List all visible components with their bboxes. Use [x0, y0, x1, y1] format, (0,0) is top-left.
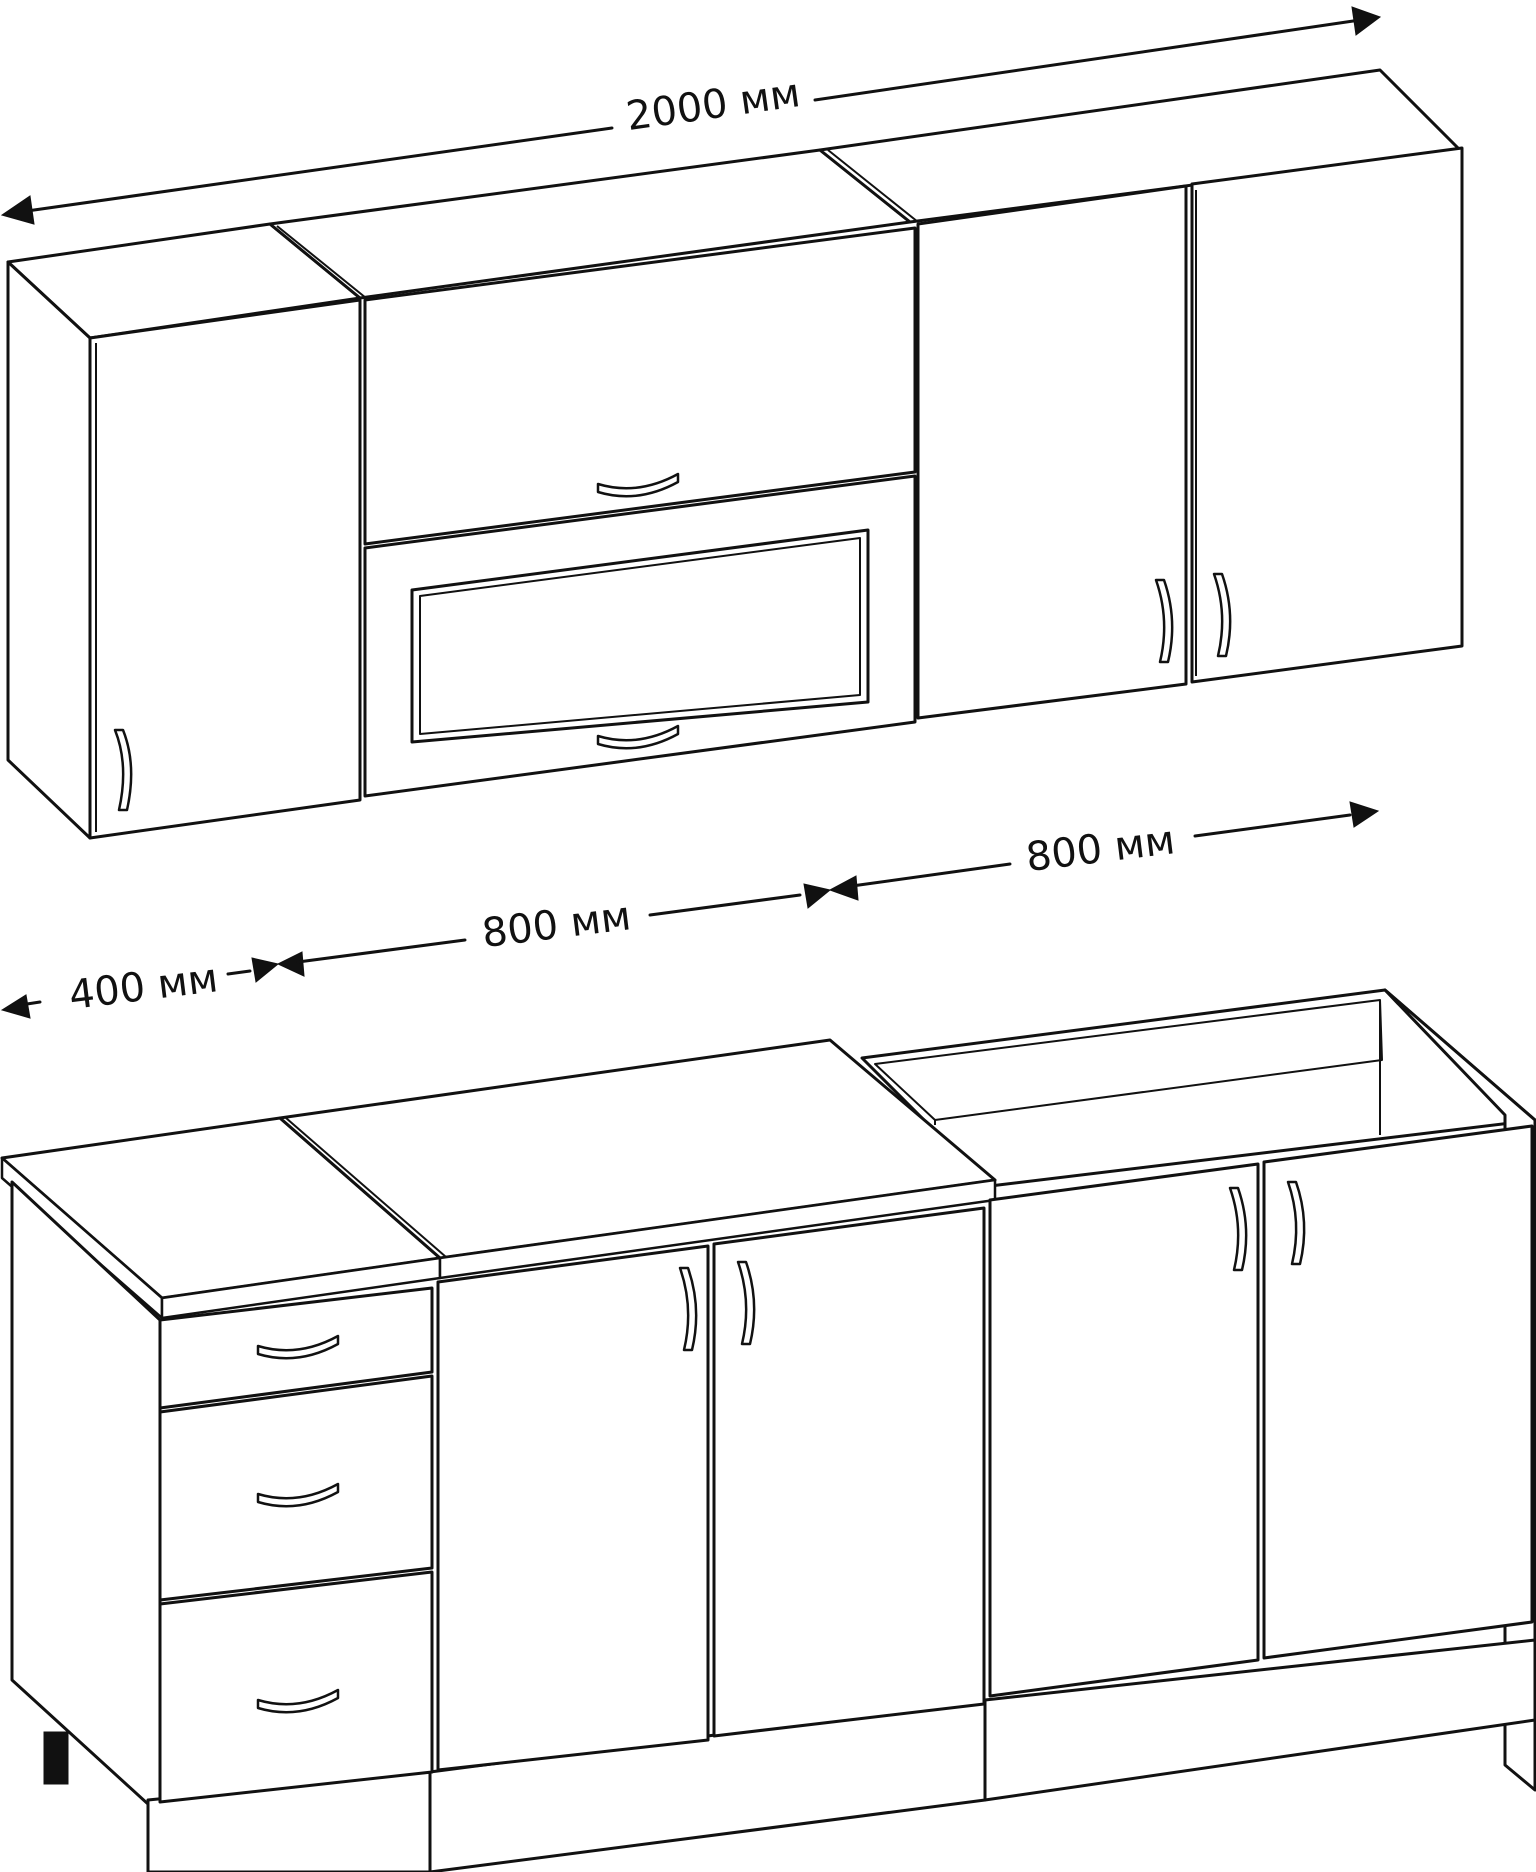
arched-handle-icon	[113, 728, 133, 812]
dimension-label-right-module: 800 мм	[1023, 817, 1177, 881]
arrowhead-icon	[276, 951, 305, 977]
drawer-3	[158, 1570, 434, 1804]
arched-handle-icon	[1212, 572, 1232, 658]
dimension-label-left-module: 400 мм	[66, 955, 220, 1019]
arrowhead-icon	[1351, 6, 1382, 36]
arrowhead-icon	[1349, 801, 1380, 828]
upper-right-door-left	[916, 184, 1188, 720]
plinth-right	[983, 1638, 1536, 1802]
upper-left-door	[88, 298, 362, 840]
arrowhead-icon	[0, 994, 31, 1019]
arched-handle-icon	[736, 1260, 756, 1346]
adjustable-leg-icon	[43, 1731, 69, 1785]
arched-handle-icon	[256, 1482, 340, 1508]
lower-right-back-panel	[874, 999, 1383, 1121]
upper-cabinets	[6, 68, 1464, 840]
arrowhead-icon	[803, 883, 832, 909]
arched-handle-icon	[1286, 1180, 1306, 1266]
glass-panel	[419, 537, 861, 735]
arched-handle-icon	[1154, 578, 1174, 664]
drawer-2	[158, 1374, 434, 1602]
dimension-line	[296, 938, 467, 964]
arched-handle-icon	[596, 472, 680, 498]
dimension-line-left-segment	[18, 126, 614, 214]
top-seam	[276, 225, 367, 299]
lower-middle-door-left	[436, 1244, 710, 1772]
lower-right-door-left	[988, 1162, 1260, 1698]
dimension-modules: 400 мм 800 мм 800 мм	[0, 801, 1380, 1019]
dimension-line	[226, 969, 252, 976]
dimension-label-middle-module: 800 мм	[479, 893, 633, 957]
lower-middle-door-right	[712, 1206, 986, 1738]
arrowhead-icon	[251, 957, 280, 983]
top-seam	[827, 149, 919, 223]
arched-handle-icon	[1228, 1186, 1248, 1272]
dimension-line-right-segment	[813, 18, 1362, 102]
countertop-seam	[285, 1117, 447, 1258]
lower-right-door-right	[1262, 1124, 1534, 1660]
arrowhead-icon	[0, 195, 35, 225]
arched-handle-icon	[256, 1334, 340, 1360]
dimension-line	[850, 862, 1012, 888]
arched-handle-icon	[596, 724, 680, 750]
upper-left-side-panel	[6, 260, 92, 840]
dimension-line	[1193, 813, 1352, 838]
upper-middle-flap-door	[363, 226, 917, 546]
lower-cabinets	[0, 988, 1536, 1872]
arched-handle-icon	[256, 1688, 340, 1714]
dimension-line	[648, 893, 802, 917]
upper-right-door-right	[1190, 146, 1464, 684]
arched-handle-icon	[678, 1266, 698, 1352]
arrowhead-icon	[828, 875, 859, 901]
dimension-label-total: 2000 мм	[623, 70, 803, 140]
drawer-1	[158, 1286, 434, 1410]
